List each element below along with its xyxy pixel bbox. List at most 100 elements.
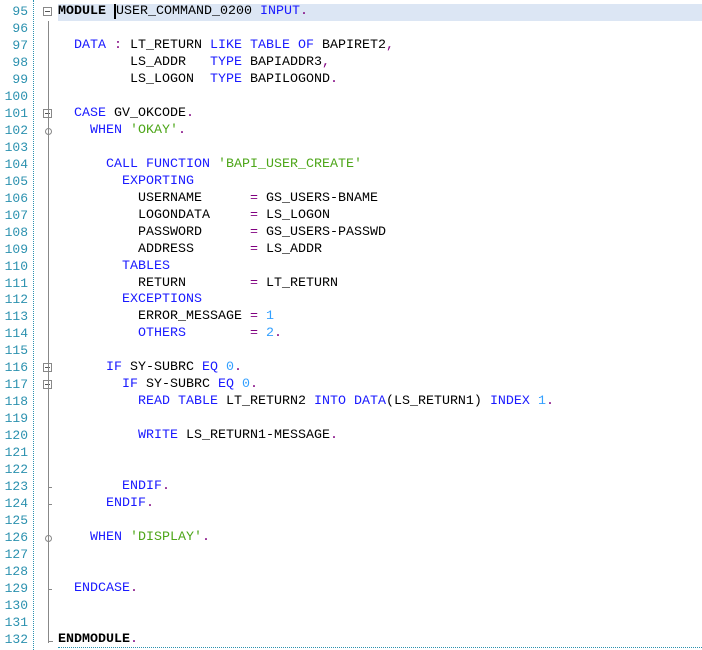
code-text[interactable]: LOGONDATA = LS_LOGON	[58, 208, 702, 225]
code-text[interactable]: EXCEPTIONS	[58, 292, 702, 309]
code-text[interactable]: ENDIF.	[58, 496, 702, 513]
code-line[interactable]: 119	[0, 411, 702, 428]
code-line[interactable]: 97 DATA : LT_RETURN LIKE TABLE OF BAPIRE…	[0, 38, 702, 55]
code-line[interactable]: 123 ENDIF.	[0, 479, 702, 496]
code-text[interactable]: CASE GV_OKCODE.	[58, 106, 702, 123]
keyword-token: WHEN	[90, 530, 122, 546]
code-line[interactable]: 127	[0, 547, 702, 564]
code-token	[186, 326, 250, 341]
code-line[interactable]: 101 CASE GV_OKCODE.	[0, 106, 702, 123]
collapse-fold-icon[interactable]	[43, 377, 53, 394]
code-text[interactable]: ENDCASE.	[58, 581, 702, 598]
code-line[interactable]: 96	[0, 21, 702, 38]
keyword-token: WRITE	[137, 428, 178, 444]
code-line[interactable]: 128	[0, 564, 702, 581]
keyword-token: DATA	[74, 37, 106, 53]
code-line[interactable]: 118 READ TABLE LT_RETURN2 INTO DATA(LS_R…	[0, 394, 702, 411]
code-text[interactable]: LS_LOGON TYPE BAPILOGOND.	[58, 72, 702, 89]
code-text[interactable]: WHEN 'DISPLAY'.	[58, 530, 702, 547]
code-token: ENDMODULE	[58, 631, 130, 647]
operator-token: ,	[385, 37, 394, 53]
collapse-fold-icon[interactable]	[43, 106, 53, 123]
collapse-fold-icon[interactable]	[43, 360, 53, 377]
code-line[interactable]: 102 WHEN 'OKAY'.	[0, 123, 702, 140]
code-line[interactable]: 110 TABLES	[0, 259, 702, 276]
code-text[interactable]: ERROR_MESSAGE = 1	[58, 309, 702, 326]
line-number: 119	[4, 411, 28, 427]
string-token: 'DISPLAY'	[130, 530, 202, 546]
code-line[interactable]: 120 WRITE LS_RETURN1-MESSAGE.	[0, 428, 702, 445]
code-line[interactable]: 99 LS_LOGON TYPE BAPILOGOND.	[0, 72, 702, 89]
code-line[interactable]: 107 LOGONDATA = LS_LOGON	[0, 208, 702, 225]
code-text[interactable]: TABLES	[58, 259, 702, 276]
code-text[interactable]: USERNAME = GS_USERS-BNAME	[58, 191, 702, 208]
line-number: 127	[4, 547, 28, 562]
operator-token: =	[249, 309, 258, 325]
code-line[interactable]: 104 CALL FUNCTION 'BAPI_USER_CREATE'	[0, 157, 702, 174]
collapse-fold-icon[interactable]	[43, 4, 53, 21]
code-text[interactable]: CALL FUNCTION 'BAPI_USER_CREATE'	[58, 157, 702, 174]
code-line[interactable]: 124 ENDIF.	[0, 496, 702, 513]
code-token: PASSWORD	[58, 224, 250, 240]
code-line[interactable]: 115	[0, 343, 702, 360]
line-number: 111	[4, 275, 28, 291]
code-line[interactable]: 121	[0, 445, 702, 462]
code-text[interactable]: ADDRESS = LS_ADDR	[58, 242, 702, 259]
code-token: LT_RETURN2	[217, 394, 314, 410]
code-line[interactable]: 112 EXCEPTIONS	[0, 292, 702, 309]
code-text[interactable]: IF SY-SUBRC EQ 0.	[58, 377, 702, 394]
code-line[interactable]: 130	[0, 598, 702, 615]
code-line[interactable]: 117 IF SY-SUBRC EQ 0.	[0, 377, 702, 394]
code-token	[58, 326, 138, 341]
code-line[interactable]: 111 RETURN = LT_RETURN	[0, 276, 702, 293]
keyword-token: CALL FUNCTION	[106, 156, 210, 172]
code-text[interactable]: ENDMODULE.	[58, 632, 702, 649]
code-line[interactable]: 109 ADDRESS = LS_ADDR	[0, 242, 702, 259]
line-number: 97	[12, 37, 28, 53]
code-text[interactable]: ENDIF.	[58, 479, 702, 496]
code-line[interactable]: 98 LS_ADDR TYPE BAPIADDR3,	[0, 55, 702, 72]
line-number: 96	[12, 20, 28, 36]
code-line[interactable]: 125	[0, 513, 702, 530]
code-line[interactable]: 126 WHEN 'DISPLAY'.	[0, 530, 702, 547]
keyword-token: EQ	[217, 377, 234, 393]
fold-guide-line	[48, 21, 49, 643]
code-line[interactable]: 106 USERNAME = GS_USERS-BNAME	[0, 191, 702, 208]
code-text[interactable]: EXPORTING	[58, 174, 702, 191]
code-line[interactable]: 103	[0, 140, 702, 157]
code-token: BAPIRET2	[313, 37, 386, 53]
code-token: LT_RETURN	[257, 275, 338, 291]
code-token: LS_RETURN1-MESSAGE	[177, 428, 330, 444]
code-line[interactable]: 108 PASSWORD = GS_USERS-PASSWD	[0, 225, 702, 242]
line-number: 109	[4, 241, 28, 257]
operator-token: .	[273, 326, 282, 342]
code-text[interactable]: LS_ADDR TYPE BAPIADDR3,	[58, 55, 702, 72]
keyword-token: TABLES	[122, 258, 170, 274]
code-text[interactable]: MODULE USER_COMMAND_0200 INPUT.	[58, 4, 702, 21]
code-token: U	[114, 4, 124, 19]
code-line[interactable]: 100	[0, 89, 702, 106]
operator-token: .	[299, 4, 308, 19]
code-text[interactable]: WHEN 'OKAY'.	[58, 123, 702, 140]
keyword-token: EQ	[201, 360, 218, 376]
code-text[interactable]: PASSWORD = GS_USERS-PASSWD	[58, 225, 702, 242]
code-line[interactable]: 105 EXPORTING	[0, 174, 702, 191]
keyword-token: INDEX	[489, 394, 530, 410]
code-line[interactable]: 122	[0, 462, 702, 479]
code-line[interactable]: 113 ERROR_MESSAGE = 1	[0, 309, 702, 326]
code-token	[58, 292, 122, 307]
code-line[interactable]: 116 IF SY-SUBRC EQ 0.	[0, 360, 702, 377]
code-token	[58, 530, 90, 545]
code-text[interactable]: RETURN = LT_RETURN	[58, 276, 702, 293]
code-text[interactable]: OTHERS = 2.	[58, 326, 702, 343]
operator-token: =	[249, 207, 258, 223]
code-line[interactable]: 114 OTHERS = 2.	[0, 326, 702, 343]
code-line[interactable]: 131	[0, 615, 702, 632]
code-text[interactable]: DATA : LT_RETURN LIKE TABLE OF BAPIRET2,	[58, 38, 702, 55]
code-text[interactable]: WRITE LS_RETURN1-MESSAGE.	[58, 428, 702, 445]
code-text[interactable]: IF SY-SUBRC EQ 0.	[58, 360, 702, 377]
code-text[interactable]: READ TABLE LT_RETURN2 INTO DATA(LS_RETUR…	[58, 394, 702, 411]
code-line[interactable]: 129 ENDCASE.	[0, 581, 702, 598]
